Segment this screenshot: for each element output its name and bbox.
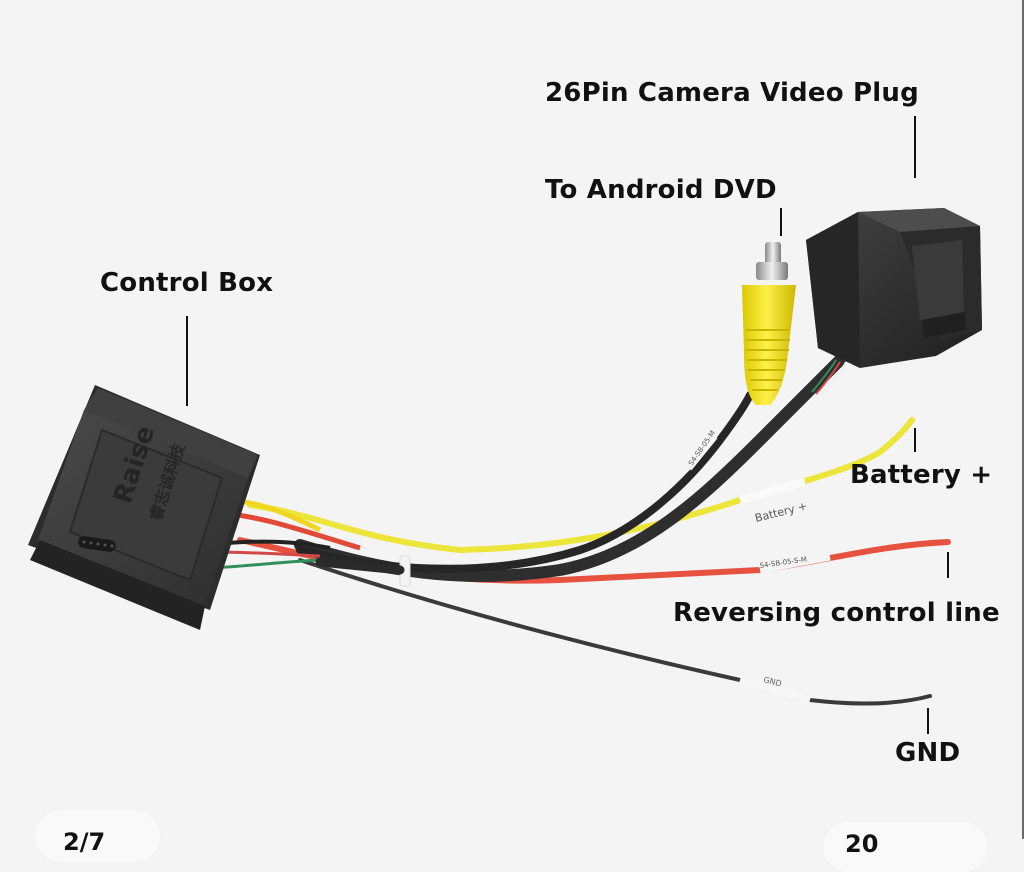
leader-android-dvd (780, 208, 782, 236)
label-android-dvd: To Android DVD (545, 175, 777, 205)
right-pill-text: 20 (845, 830, 879, 858)
rca-plug (742, 242, 796, 405)
green-wire (209, 558, 321, 570)
leader-gnd (927, 708, 929, 734)
product-photo: S4-SB-05-S-M Raise 睿志诚科技 (28, 208, 982, 706)
leader-control-box (186, 316, 188, 406)
gnd-tag-text: GND (763, 675, 783, 688)
image-counter-pill[interactable]: 2/7 (35, 810, 160, 862)
control-box: Raise 睿志诚科技 (28, 385, 260, 630)
battery-wire-tag (738, 478, 807, 504)
label-gnd: GND (895, 738, 961, 768)
leader-reversing (947, 552, 949, 578)
harness-illustration: S4-SB-05-S-M Raise 睿志诚科技 (28, 208, 982, 706)
label-camera-plug: 26Pin Camera Video Plug (545, 78, 919, 108)
label-battery: Battery + (850, 460, 993, 490)
camera-plug (806, 208, 982, 397)
gnd-wire (298, 558, 932, 706)
rca-cable (296, 391, 754, 573)
label-control-box: Control Box (100, 268, 274, 298)
gnd-wire-tag (739, 677, 811, 703)
leader-battery (914, 428, 916, 452)
leader-camera-plug (914, 116, 916, 178)
battery-tag-text: Battery + (754, 499, 809, 525)
reversing-wire-tag (759, 553, 831, 574)
battery-wire (247, 417, 915, 554)
right-overlay-pill[interactable]: 20 (823, 822, 988, 872)
image-counter-text: 2/7 (63, 828, 106, 856)
dvd-wire-tag (680, 429, 718, 471)
label-reversing: Reversing control line (673, 598, 1000, 628)
right-edge-scrollbar[interactable] (1022, 0, 1024, 839)
